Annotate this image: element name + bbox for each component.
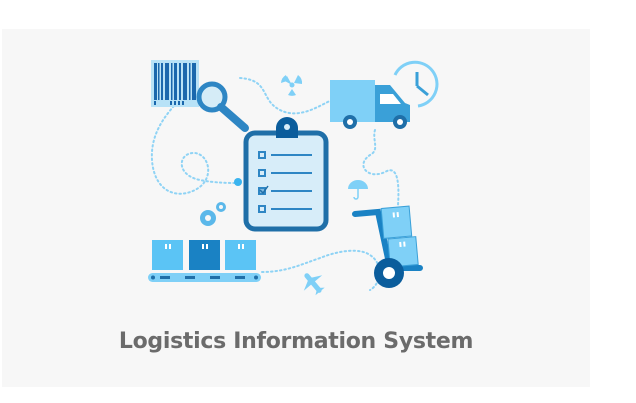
delivery-truck-icon	[330, 80, 410, 129]
hand-truck-icon	[352, 205, 423, 288]
caption-title: Logistics Information System	[118, 329, 474, 354]
gears-icon	[200, 202, 226, 226]
magnifier-icon	[196, 81, 249, 132]
clipboard-checklist-icon	[243, 117, 329, 232]
umbrella-icon	[348, 180, 368, 200]
barcode-icon	[151, 60, 199, 107]
radiation-icon	[281, 75, 303, 96]
conveyor-boxes-icon	[148, 240, 261, 282]
airplane-icon	[303, 273, 325, 296]
route-dot	[234, 178, 242, 186]
clock-icon	[393, 60, 439, 108]
